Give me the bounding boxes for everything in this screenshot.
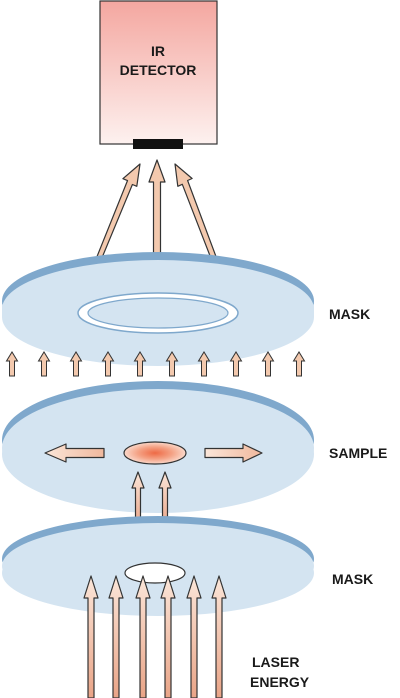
arrow-spread-right (204, 443, 263, 463)
small-up-arrow-7 (197, 351, 211, 377)
detector-sensor (133, 139, 183, 149)
ir-detector: IR DETECTOR (99, 0, 218, 149)
laser-arrows (83, 575, 227, 698)
arrow-spread-left (44, 443, 105, 463)
small-up-arrow-6 (165, 351, 179, 377)
laser-label-line2: ENERGY (250, 674, 310, 690)
small-up-arrow-2 (37, 351, 51, 377)
detector-box (99, 0, 218, 145)
mask-top-disk (2, 252, 314, 366)
arrow-to-detector-right (174, 163, 219, 265)
laser-arrow-2 (108, 575, 124, 698)
mask-bottom-disk (2, 516, 314, 616)
small-up-arrow-4 (101, 351, 115, 377)
small-up-arrow-5 (133, 351, 147, 377)
mask-bottom-label: MASK (332, 571, 373, 587)
small-up-arrow-1 (5, 351, 19, 377)
laser-arrow-5 (186, 575, 202, 698)
arrows-to-sample (131, 471, 172, 528)
small-up-arrow-9 (261, 351, 275, 377)
arrows-to-detector (94, 159, 219, 265)
laser-arrow-4 (160, 575, 176, 698)
sample-label: SAMPLE (329, 445, 387, 461)
small-up-arrow-8 (229, 351, 243, 377)
laser-arrow-6 (211, 575, 227, 698)
detector-label-line2: DETECTOR (120, 62, 197, 78)
laser-label-line1: LASER (252, 654, 299, 670)
laser-arrow-3 (135, 575, 151, 698)
laser-arrow-1 (83, 575, 99, 698)
arrow-to-detector-center (148, 159, 166, 263)
small-up-arrow-10 (292, 351, 306, 377)
sample-spread-arrows (44, 443, 263, 463)
detector-label-line1: IR (151, 43, 165, 59)
small-arrow-row (5, 351, 306, 377)
mask-bottom-aperture (124, 562, 186, 584)
small-up-arrow-3 (69, 351, 83, 377)
mask-top-label: MASK (329, 306, 370, 322)
arrow-to-detector-left (94, 163, 141, 265)
sample-hot-spot (123, 441, 187, 465)
